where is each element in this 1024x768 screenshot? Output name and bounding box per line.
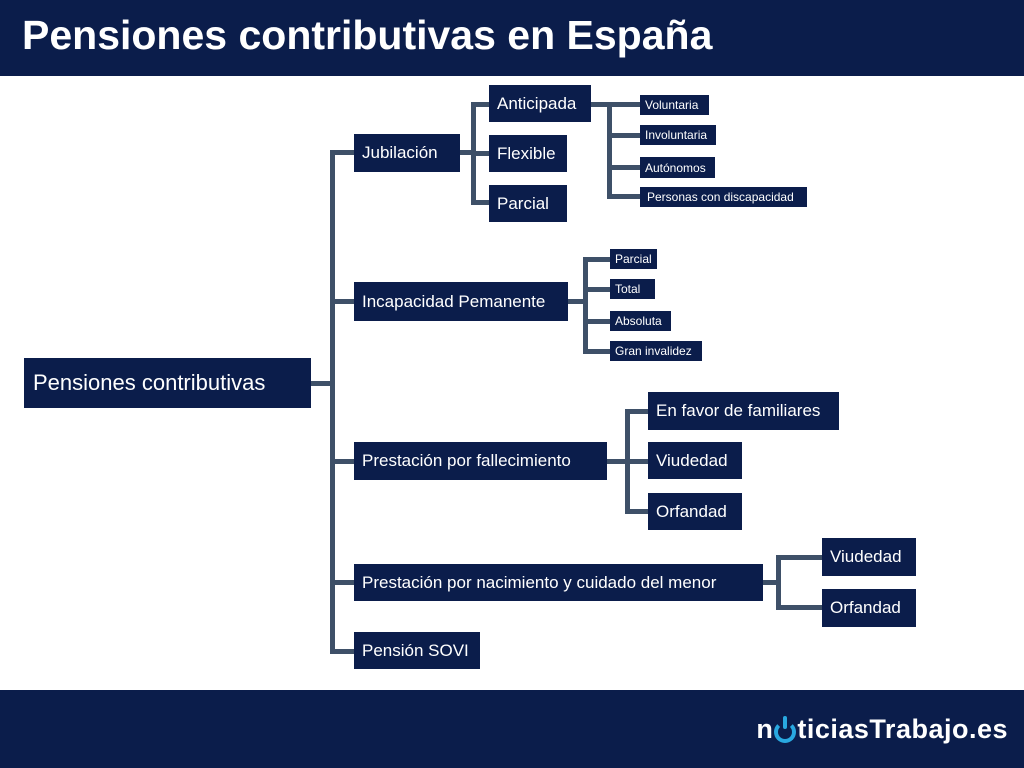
node-viudedad-nacimiento: Viudedad (822, 538, 916, 576)
page-title: Pensiones contributivas en España (22, 12, 713, 58)
node-voluntaria: Voluntaria (640, 95, 709, 115)
node-anticipada: Anticipada (489, 85, 591, 122)
node-flexible: Flexible (489, 135, 567, 172)
node-orfandad-fallecimiento: Orfandad (648, 493, 742, 530)
node-familiares: En favor de familiares (648, 392, 839, 430)
node-involuntaria: Involuntaria (640, 125, 716, 145)
node-nacimiento: Prestación por nacimiento y cuidado del … (354, 564, 763, 601)
node-viudedad-fallecimiento: Viudedad (648, 442, 742, 479)
node-discapacidad: Personas con discapacidad (640, 187, 807, 207)
node-sovi: Pensión SOVI (354, 632, 480, 669)
node-gran-invalidez: Gran invalidez (610, 341, 702, 361)
node-parcial-jubilacion: Parcial (489, 185, 567, 222)
node-incapacidad: Incapacidad Pemanente (354, 282, 568, 321)
node-jubilacion: Jubilación (354, 134, 460, 172)
node-total: Total (610, 279, 655, 299)
node-orfandad-nacimiento: Orfandad (822, 589, 916, 627)
power-icon (774, 715, 797, 743)
node-autonomos: Autónomos (640, 157, 715, 178)
node-root: Pensiones contributivas (24, 358, 311, 408)
node-fallecimiento: Prestación por fallecimiento (354, 442, 607, 480)
header: Pensiones contributivas en España (0, 0, 1024, 76)
node-parcial-incapacidad: Parcial (610, 249, 657, 269)
node-absoluta: Absoluta (610, 311, 671, 331)
